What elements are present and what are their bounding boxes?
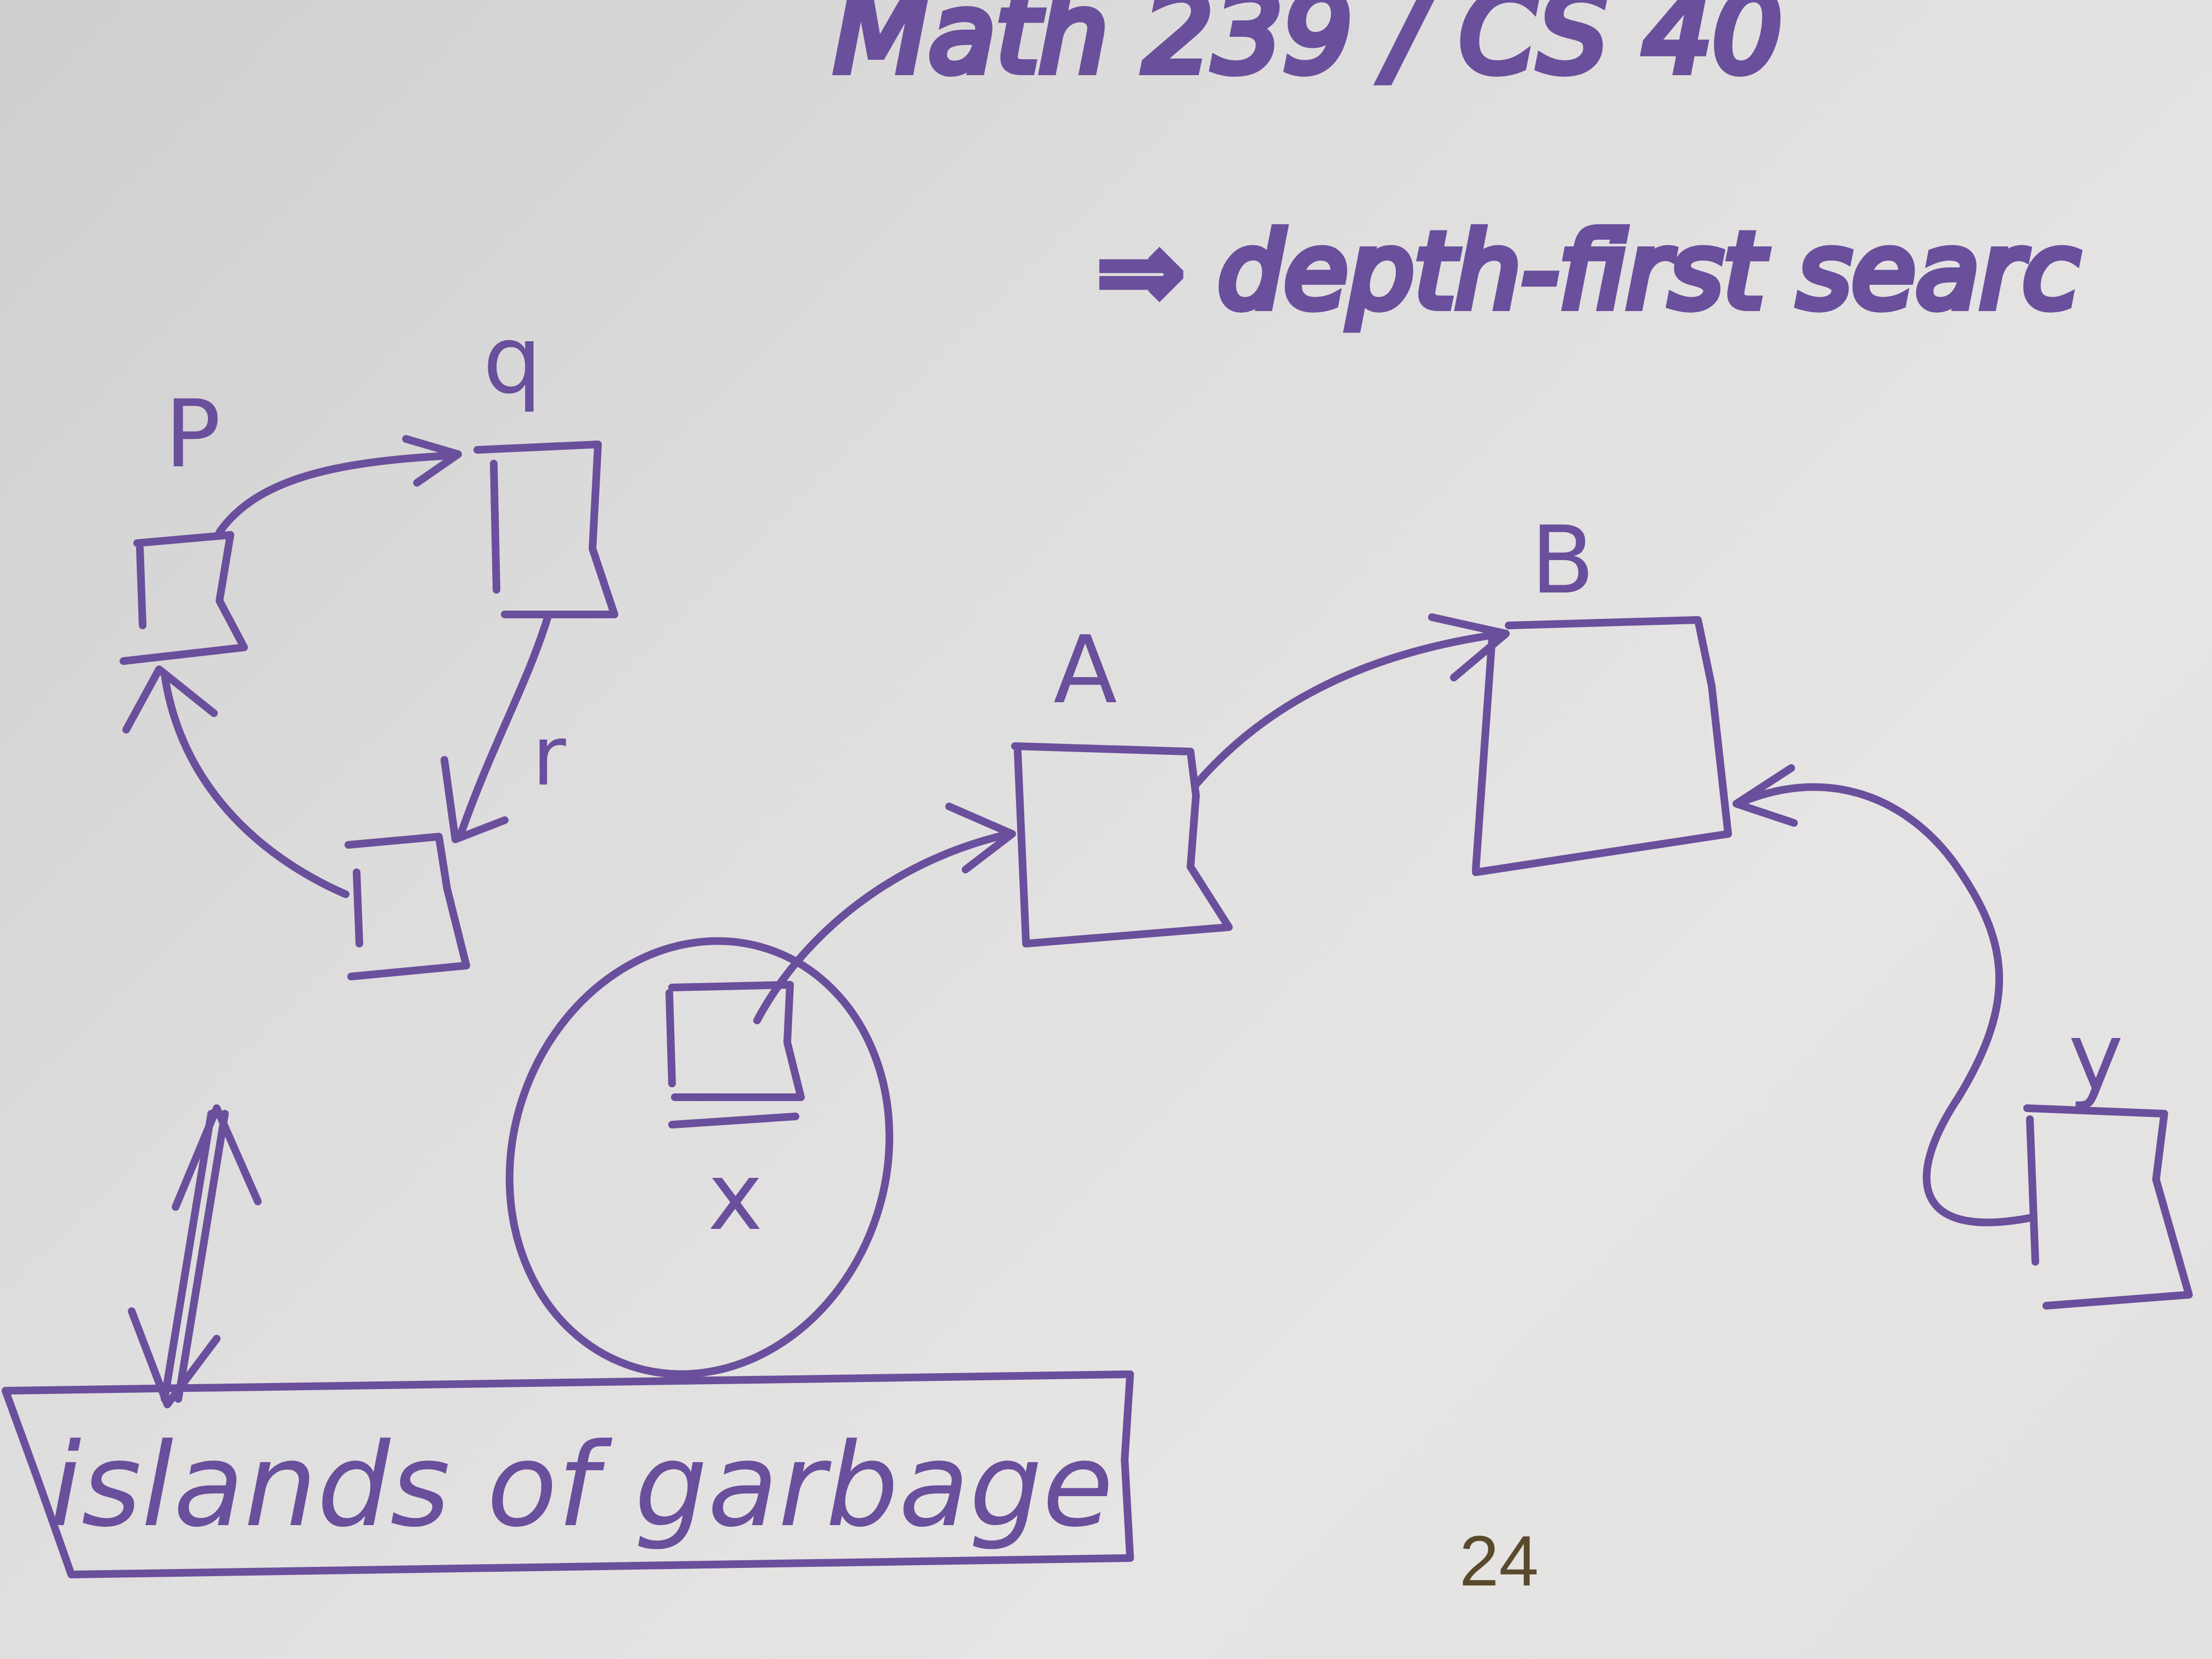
node-box-b-pointer [1472, 633, 1496, 873]
garbage-label-box [2, 1370, 1134, 1578]
arrow-x-to-a-head [945, 803, 1016, 873]
double-arrow-bottom-head [128, 1307, 221, 1408]
double-arrow-line-right [174, 1110, 229, 1403]
node-label-y: y [2068, 1003, 2124, 1111]
arrow-y-to-b-head [1733, 764, 1798, 827]
node-box-r-pointer [353, 868, 363, 947]
node-box-p-pointer [136, 545, 146, 629]
node-box-x-underline [668, 1113, 799, 1128]
node-box-q-pointer [490, 460, 500, 594]
node-box-q [473, 441, 618, 618]
arrow-q-to-r [457, 611, 552, 838]
node-box-x-pointer [665, 989, 676, 1087]
node-box-a-pointer [1014, 748, 1030, 945]
node-box-p [120, 531, 248, 665]
arrow-a-to-b [1192, 630, 1507, 788]
slide-page-number: 24 [1459, 1521, 1539, 1601]
node-label-b: B [1531, 506, 1595, 615]
node-label-x: x [708, 1143, 763, 1251]
arrow-y-to-b [1741, 783, 2034, 1227]
node-box-x [668, 981, 805, 1101]
arrow-r-to-p-head [122, 665, 218, 733]
garbage-circle [505, 937, 894, 1378]
node-box-b [1472, 616, 1732, 876]
arrow-a-to-b-head [1428, 613, 1510, 681]
arrow-r-to-p [161, 671, 349, 898]
node-box-y [2023, 1104, 2193, 1310]
garbage-label: islands of garbage [49, 1418, 1113, 1553]
arrow-q-to-r-head [441, 756, 509, 843]
arrow-p-to-q [216, 452, 459, 536]
node-label-a: A [1053, 616, 1117, 725]
node-label-q: q [483, 306, 542, 415]
double-arrow-line-left [161, 1110, 215, 1403]
node-box-y-pointer [2026, 1115, 2039, 1266]
node-box-r [345, 833, 470, 980]
slide-title: Math 239 / CS 40 [834, 0, 1782, 98]
arrow-p-to-q-head [402, 435, 462, 487]
arrow-x-to-a [753, 830, 1013, 1024]
slide-subtitle: ⇒ depth-first searc [1097, 211, 2080, 332]
double-arrow-top-head [172, 1104, 262, 1211]
node-label-p: P [165, 380, 221, 489]
node-box-a [1011, 742, 1233, 947]
edge-label-r: r [532, 709, 566, 804]
